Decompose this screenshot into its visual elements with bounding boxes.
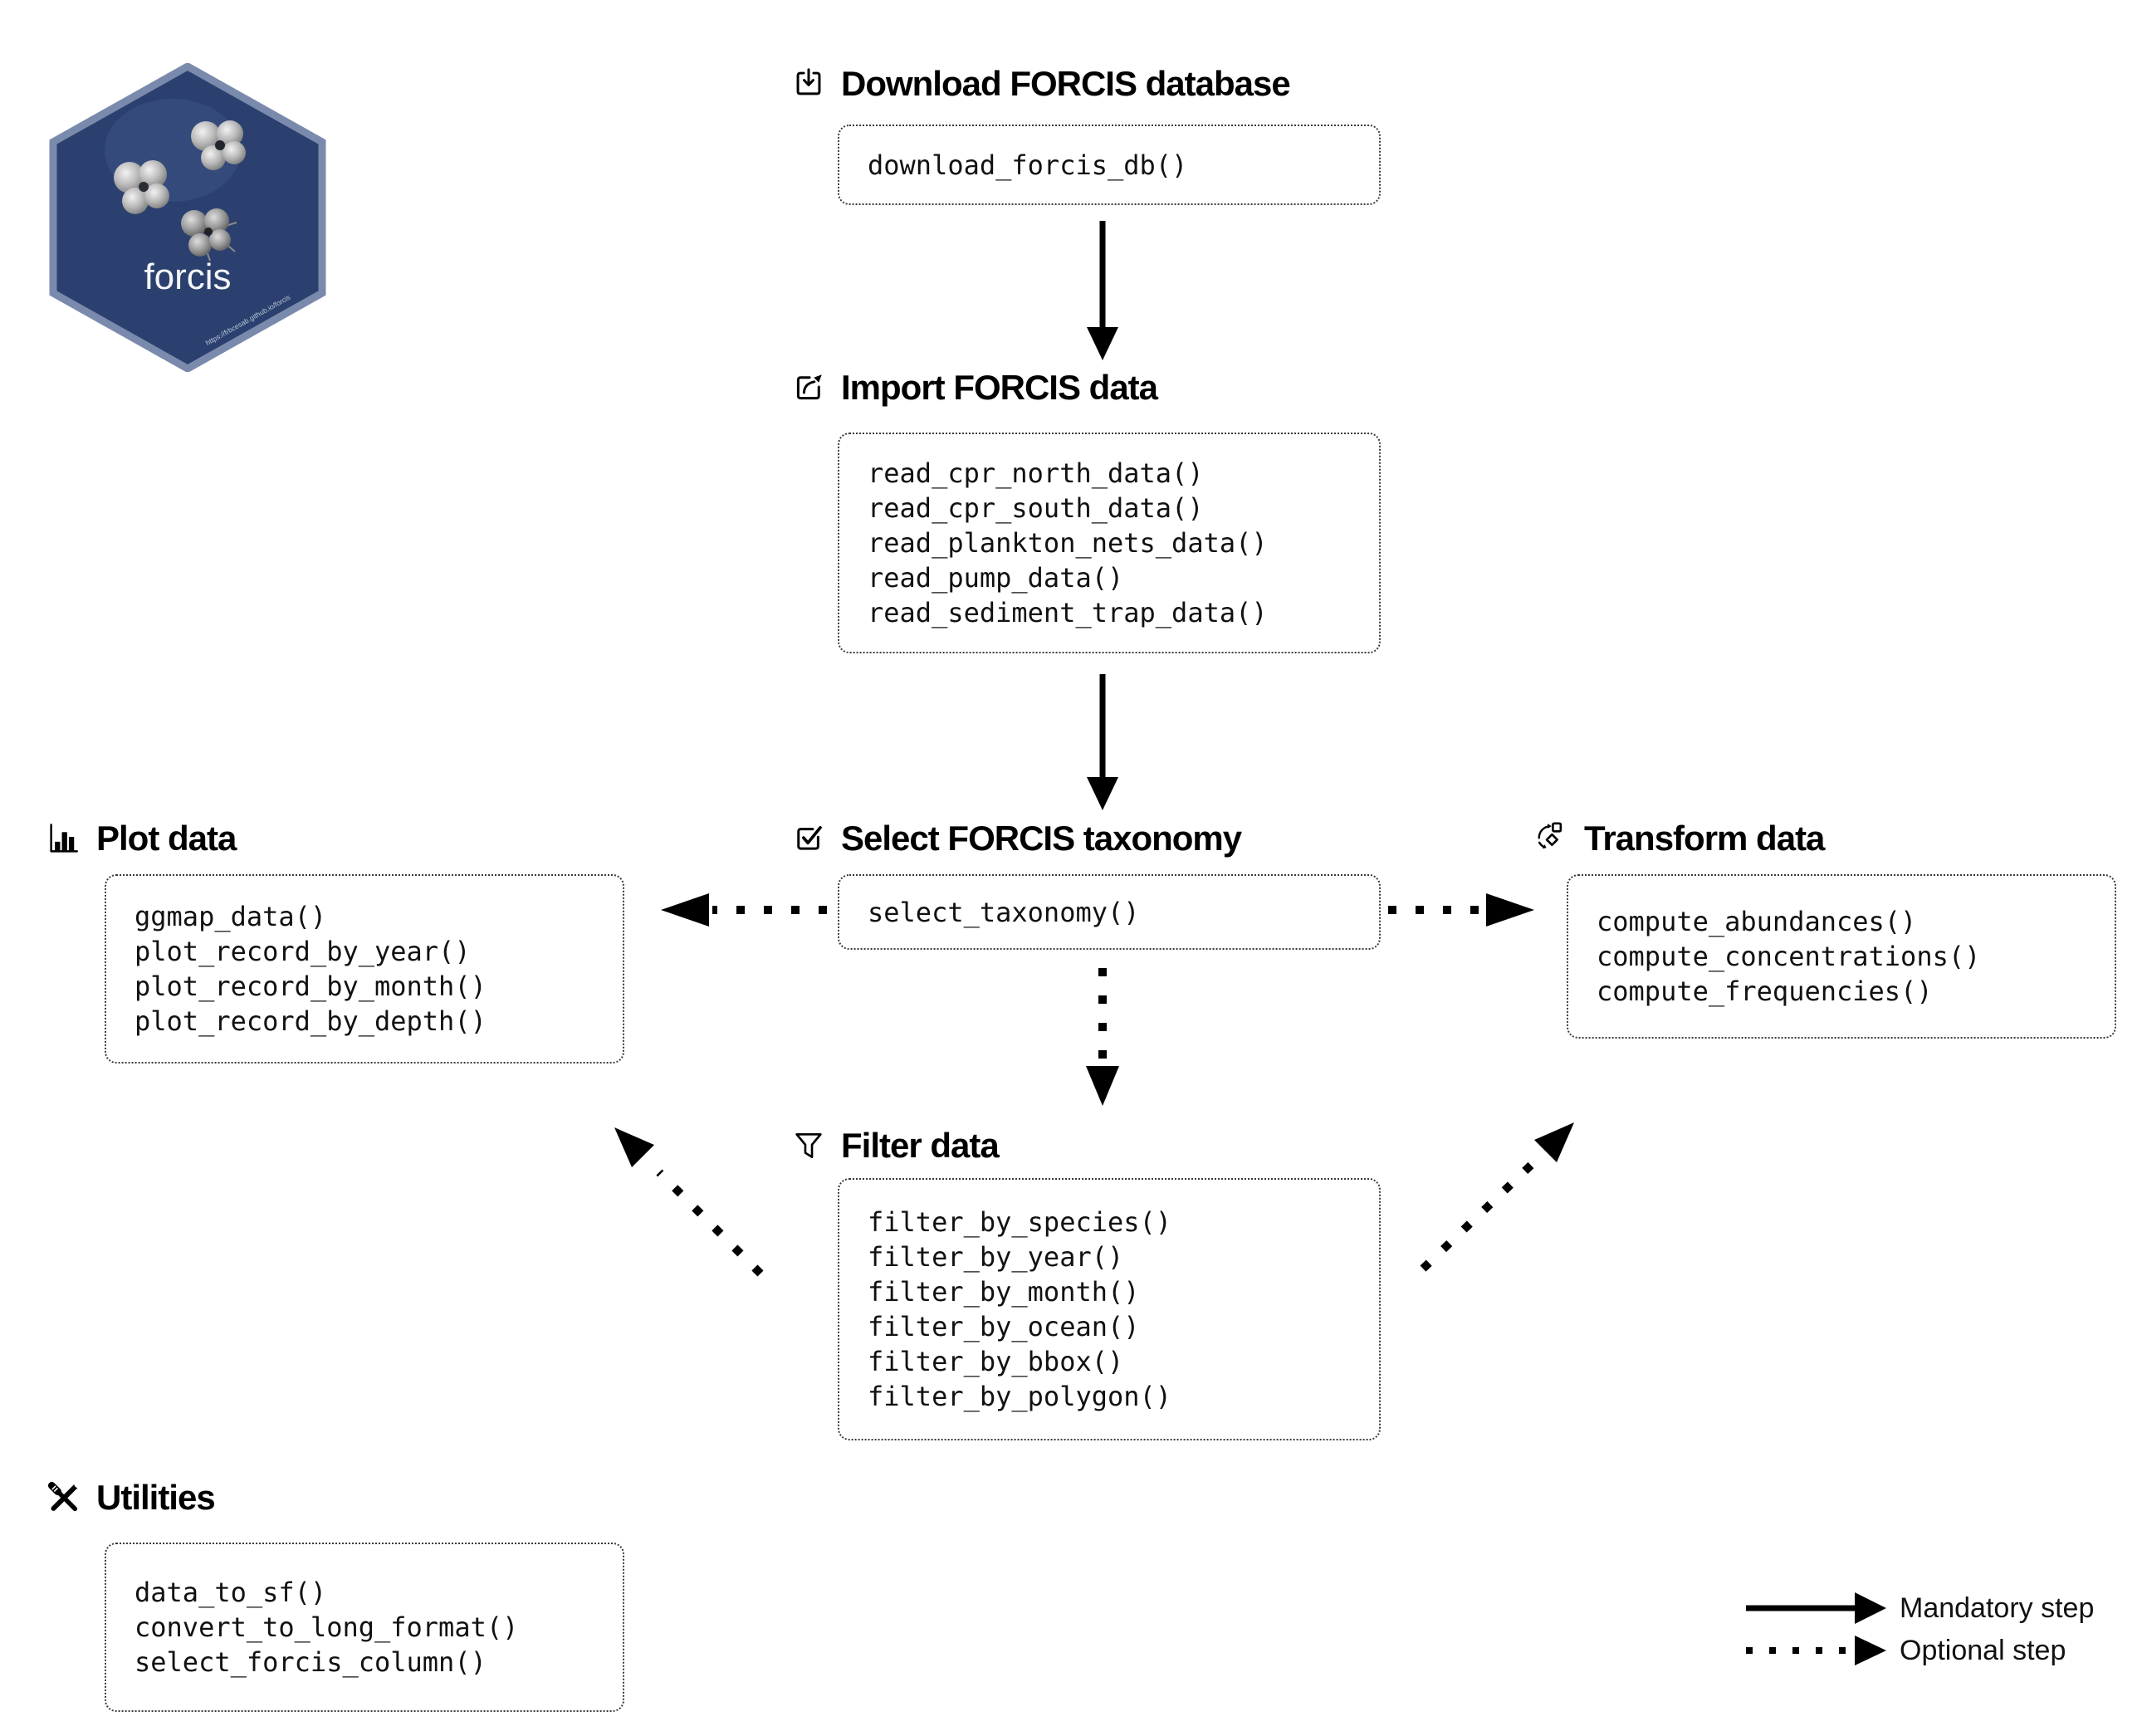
transform-function-list: compute_abundances() compute_concentrati… (1597, 906, 1981, 1007)
arrow-select-to-transform (1388, 893, 1534, 927)
crossed-tools-icon (47, 1480, 81, 1512)
arrow-select-to-filter (1086, 968, 1119, 1106)
download-function-box: download_forcis_db() (838, 125, 1381, 205)
plot-function-box: ggmap_data() plot_record_by_year() plot_… (105, 874, 624, 1064)
funnel-icon (795, 1133, 822, 1158)
arrow-import-to-select (1087, 674, 1118, 810)
box-arrow-up-right-icon (796, 374, 822, 400)
arrow-filter-to-transform (1420, 1122, 1574, 1272)
arrow-filter-to-plot (614, 1127, 764, 1277)
utilities-section-header: Utilities (46, 1478, 216, 1517)
plot-section-title: Plot data (96, 819, 237, 858)
import-function-box: read_cpr_north_data() read_cpr_south_dat… (838, 433, 1381, 653)
import-section-title: Import FORCIS data (841, 368, 1158, 407)
transform-section-header: Transform data (1534, 819, 1825, 858)
shapes-cycle-icon (1538, 822, 1562, 849)
utilities-section-title: Utilities (96, 1478, 216, 1517)
filter-function-list: filter_by_species() filter_by_year() fil… (868, 1206, 1172, 1412)
arrow-select-to-plot (661, 893, 827, 927)
download-section-title: Download FORCIS database (841, 64, 1291, 103)
arrow-download-to-import (1087, 221, 1118, 360)
filter-section-title: Filter data (841, 1126, 1000, 1165)
plot-section-header: Plot data (46, 819, 237, 858)
import-section-header: Import FORCIS data (791, 368, 1158, 407)
foraminifera-illustration (114, 120, 246, 262)
transform-function-box: compute_abundances() compute_concentrati… (1567, 874, 2116, 1039)
select-function-box: select_taxonomy() (838, 874, 1381, 950)
check-square-icon (797, 826, 822, 850)
filter-section-header: Filter data (791, 1126, 1000, 1165)
utilities-function-box: data_to_sf() convert_to_long_format() se… (105, 1543, 624, 1712)
download-function-list: download_forcis_db() (868, 149, 1188, 181)
forcis-hex-logo: forcis https://frbcesab.github.io/forcis (49, 63, 326, 372)
import-function-list: read_cpr_north_data() read_cpr_south_dat… (868, 457, 1268, 628)
bar-chart-icon (50, 824, 78, 853)
download-tray-icon (796, 68, 821, 95)
legend-mandatory-arrow (1746, 1592, 1886, 1624)
logo-title: forcis (144, 257, 231, 297)
select-section-title: Select FORCIS taxonomy (841, 819, 1242, 858)
transform-section-title: Transform data (1584, 819, 1825, 858)
filter-function-box: filter_by_species() filter_by_year() fil… (838, 1178, 1381, 1440)
select-function-list: select_taxonomy() (868, 896, 1140, 928)
legend-optional-label: Optional step (1900, 1635, 2066, 1666)
legend-mandatory-label: Mandatory step (1900, 1592, 2095, 1624)
download-section-header: Download FORCIS database (791, 64, 1291, 103)
legend-optional-arrow (1746, 1636, 1886, 1665)
select-section-header: Select FORCIS taxonomy (791, 819, 1242, 858)
utilities-function-list: data_to_sf() convert_to_long_format() se… (134, 1577, 519, 1678)
plot-function-list: ggmap_data() plot_record_by_year() plot_… (134, 901, 487, 1037)
